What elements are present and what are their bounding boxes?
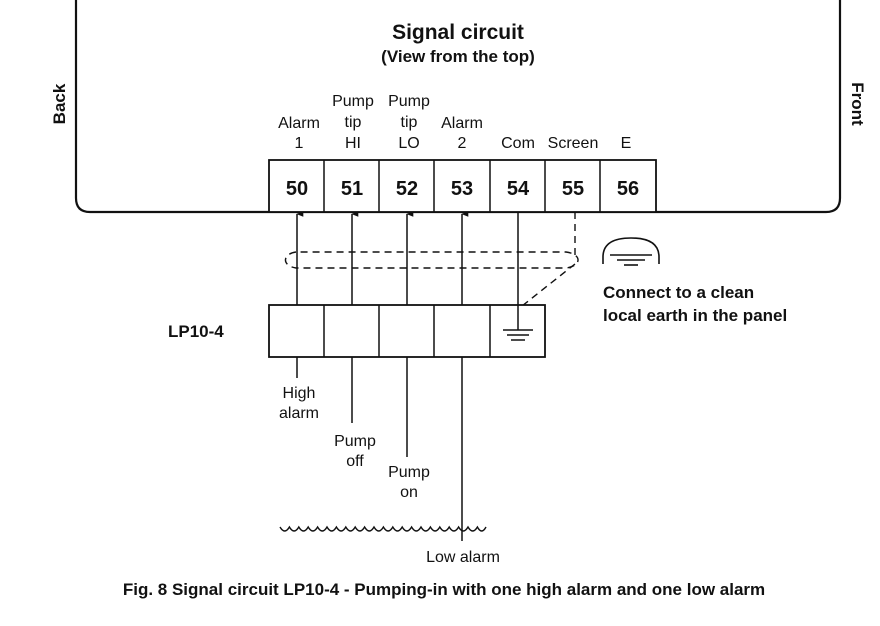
terminal-number: 54 [507,178,530,200]
diagram-title: Signal circuit [392,21,524,44]
terminal-number: 56 [617,178,639,200]
water-surface [279,525,487,532]
terminal-number: 53 [451,178,473,200]
terminal-label: Com [501,135,535,152]
terminal-label: LO [398,135,419,152]
probe-label: off [346,453,364,470]
terminal-number: 52 [396,178,418,200]
terminal-label: 1 [295,135,304,152]
terminal-label: E [621,135,632,152]
figure-caption: Fig. 8 Signal circuit LP10-4 - Pumping-i… [123,580,765,599]
terminal-number: 55 [562,178,584,200]
probe-label: on [400,484,418,501]
screen-cable-dashed [284,251,579,269]
side-label-front: Front [848,82,867,126]
earth-ground-icon [602,237,660,266]
probe-label: alarm [279,405,319,422]
screen-earth-link-dashed [521,263,576,307]
terminal-number: 50 [286,178,308,200]
terminal-label: 2 [458,135,467,152]
terminal-label: Pump [332,93,374,110]
probe-label: High [283,385,316,402]
probe-label: Low alarm [426,549,500,566]
lp10-4-block [268,304,546,358]
device-label: LP10-4 [168,322,224,341]
terminal-label: Alarm [441,115,483,132]
probe-label: Pump [388,464,430,481]
diagram-subtitle: (View from the top) [381,47,535,66]
terminal-label: tip [401,114,418,131]
terminal-label: tip [345,114,362,131]
earth-note: local earth in the panel [603,306,787,325]
terminal-number: 51 [341,178,363,200]
terminal-label: Alarm [278,115,320,132]
terminal-label: Pump [388,93,430,110]
earth-terminal-icon [503,305,533,341]
terminal-label: HI [345,135,361,152]
side-label-back: Back [50,83,69,124]
terminal-label: Screen [548,135,599,152]
probe-label: Pump [334,433,376,450]
earth-note: Connect to a clean [603,283,754,302]
